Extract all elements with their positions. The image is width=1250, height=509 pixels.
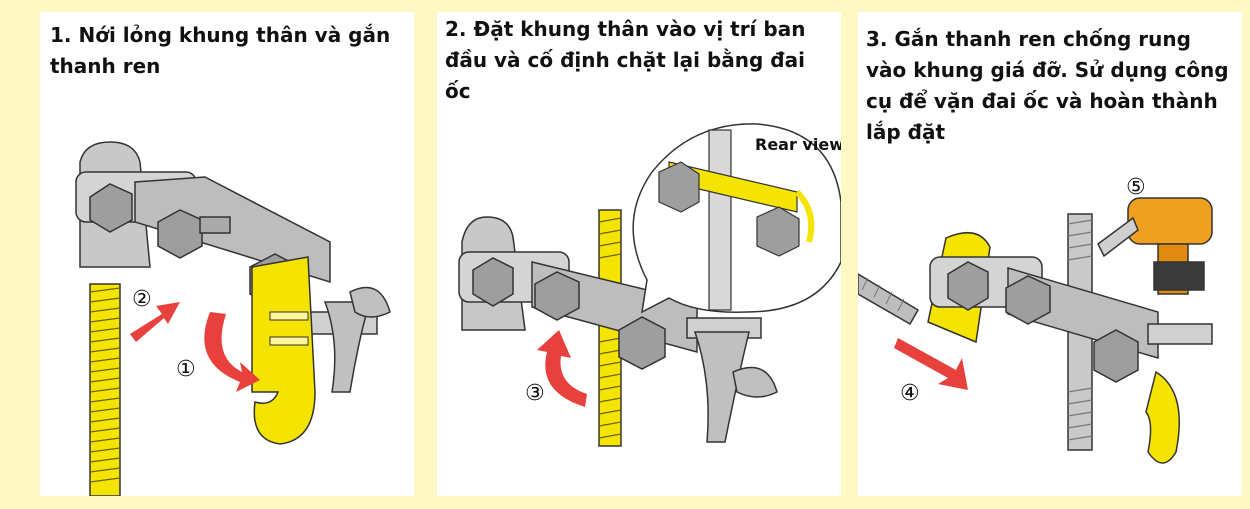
red-arrow-4 — [894, 338, 968, 390]
step-2-illustration: Rear view ③ — [458, 123, 841, 447]
marker-5: ⑤ — [1126, 175, 1146, 200]
step-2-panel: Rear view ③ 2. Đặt khung thân vào vị trí… — [437, 12, 841, 496]
clamp-bracket — [75, 141, 391, 393]
clamp-bracket — [929, 256, 1213, 383]
rear-view-callout — [632, 123, 841, 314]
rear-view-label: Rear view — [755, 135, 841, 154]
step-1-illustration: ② ① — [75, 141, 391, 496]
marker-3: ③ — [525, 381, 545, 406]
step-3-illustration: ⑤ ④ — [858, 175, 1213, 464]
step-1-panel: ② ① 1. Nới lỏng khung thân và gắn thanh … — [40, 12, 414, 496]
red-arrow-1 — [204, 312, 260, 392]
marker-2: ② — [132, 287, 152, 312]
step-3-panel: ⑤ ④ 3. Gắn thanh ren chống rung vào khun… — [858, 12, 1242, 496]
red-arrow-2 — [130, 302, 180, 342]
step-2-title: 2. Đặt khung thân vào vị trí ban đầu và … — [445, 17, 806, 103]
step-3-title: 3. Gắn thanh ren chống rung vào khung gi… — [866, 27, 1229, 144]
yellow-clip — [1145, 370, 1180, 464]
clamp-bracket — [458, 216, 778, 443]
step-1-title: 1. Nới lỏng khung thân và gắn thanh ren — [50, 23, 391, 78]
anti-vibration-rod — [858, 273, 920, 326]
yellow-hook-plate — [251, 256, 316, 445]
red-arrow-3 — [537, 330, 587, 407]
threaded-rod-yellow — [89, 283, 121, 496]
drill-tool — [1097, 197, 1213, 295]
marker-1: ① — [176, 357, 196, 382]
marker-4: ④ — [900, 381, 920, 406]
